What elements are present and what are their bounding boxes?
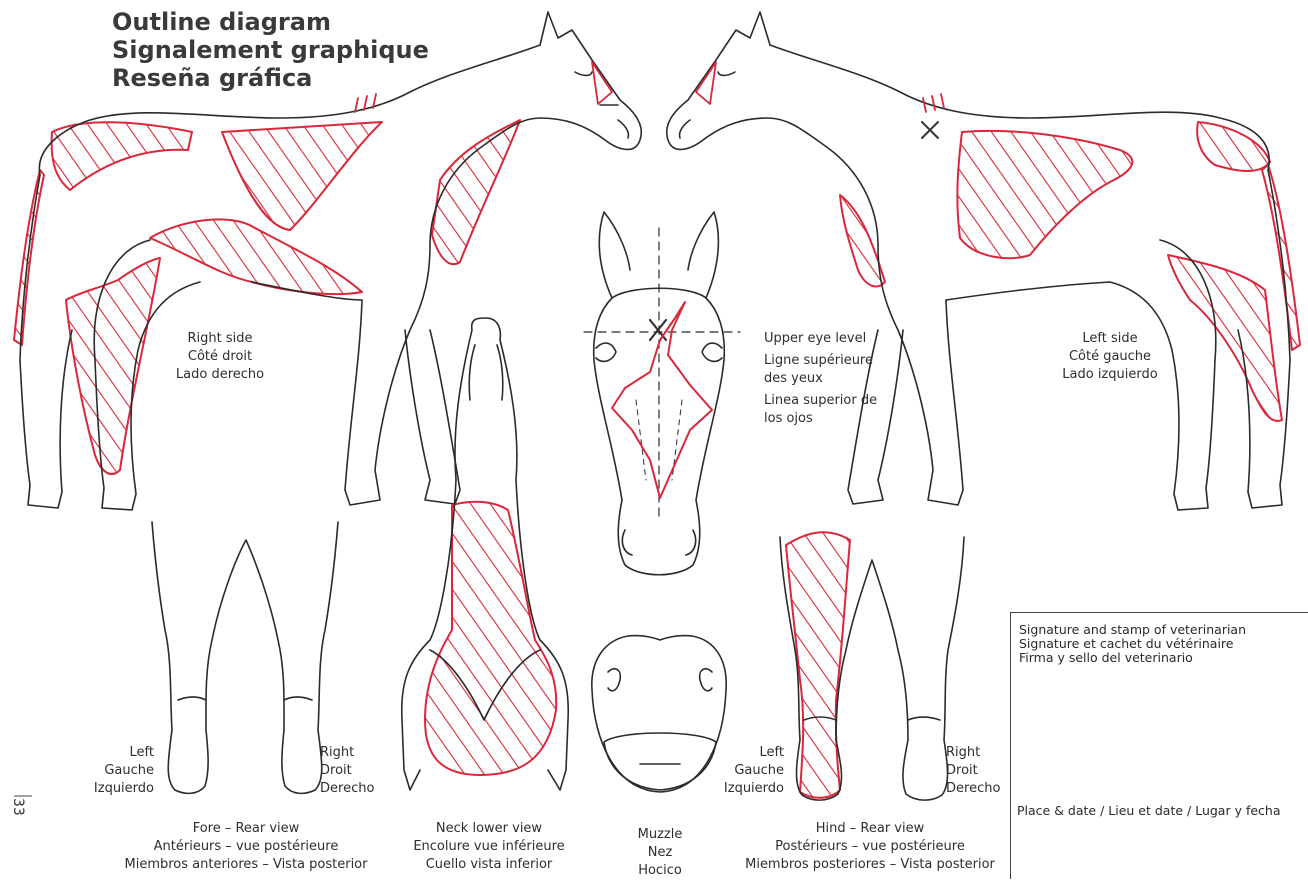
hind-right-fr: Droit (946, 762, 1006, 780)
title-fr: Signalement graphique (112, 36, 429, 64)
fore-left-es: Izquierdo (70, 780, 154, 798)
neck-caption-en: Neck lower view (404, 820, 574, 838)
fore-legs-rear-view (152, 522, 338, 793)
right-side-label: Right side Côté droit Lado derecho (160, 330, 280, 384)
eye-level-fr2: des yeux (764, 370, 904, 388)
place-date-label: Place & date / Lieu et date / Lugar y fe… (1017, 803, 1281, 818)
fore-right-fr: Droit (320, 762, 400, 780)
hind-caption-en: Hind – Rear view (720, 820, 1020, 838)
muzzle-caption-en: Muzzle (620, 826, 700, 844)
diagram-title: Outline diagram Signalement graphique Re… (112, 8, 429, 92)
fore-caption: Fore – Rear view Antérieurs – vue postér… (96, 820, 396, 874)
signature-box: Signature and stamp of veterinarian Sign… (1010, 612, 1308, 879)
hind-caption-fr: Postérieurs – vue postérieure (720, 838, 1020, 856)
fore-caption-fr: Antérieurs – vue postérieure (96, 838, 396, 856)
fore-left-fr: Gauche (70, 762, 154, 780)
neck-caption: Neck lower view Encolure vue inférieure … (404, 820, 574, 874)
neck-caption-es: Cuello vista inferior (404, 856, 574, 874)
left-side-fr: Côté gauche (1050, 348, 1170, 366)
hind-left-es: Izquierdo (700, 780, 784, 798)
muzzle-caption-fr: Nez (620, 844, 700, 862)
hind-right-es: Derecho (946, 780, 1006, 798)
left-side-horse (667, 12, 1300, 510)
fore-right-es: Derecho (320, 780, 400, 798)
fore-left-en: Left (70, 744, 154, 762)
hind-left-en: Left (700, 744, 784, 762)
page-number: 33 (10, 798, 26, 816)
neck-caption-fr: Encolure vue inférieure (404, 838, 574, 856)
muzzle-caption-es: Hocico (620, 862, 700, 880)
fore-caption-es: Miembros anteriores – Vista posterior (96, 856, 396, 874)
title-es: Reseña gráfica (112, 64, 429, 92)
fore-right-en: Right (320, 744, 400, 762)
left-side-en: Left side (1050, 330, 1170, 348)
left-side-es: Lado izquierdo (1050, 366, 1170, 384)
right-side-en: Right side (160, 330, 280, 348)
right-side-fr: Côté droit (160, 348, 280, 366)
muzzle-caption: Muzzle Nez Hocico (620, 826, 700, 880)
hind-right-label: Right Droit Derecho (946, 744, 1006, 798)
signature-en: Signature and stamp of veterinarian (1019, 623, 1246, 637)
hind-caption: Hind – Rear view Postérieurs – vue posté… (720, 820, 1020, 874)
title-en: Outline diagram (112, 8, 429, 36)
hind-caption-es: Miembros posteriores – Vista posterior (720, 856, 1020, 874)
eye-level-es2: los ojos (764, 410, 904, 428)
eye-level-fr1: Ligne supérieure (764, 352, 904, 370)
fore-left-label: Left Gauche Izquierdo (70, 744, 154, 798)
fore-right-label: Right Droit Derecho (320, 744, 400, 798)
hind-legs-rear-view (780, 532, 964, 800)
head-front-view (584, 212, 740, 575)
signature-fr: Signature et cachet du vétérinaire (1019, 637, 1246, 651)
right-side-es: Lado derecho (160, 366, 280, 384)
upper-eye-level-label: Upper eye level Ligne supérieure des yeu… (764, 330, 904, 428)
hind-left-fr: Gauche (700, 762, 784, 780)
neck-lower-view (402, 318, 569, 790)
hind-left-label: Left Gauche Izquierdo (700, 744, 784, 798)
eye-level-en: Upper eye level (764, 330, 904, 348)
left-side-label: Left side Côté gauche Lado izquierdo (1050, 330, 1170, 384)
hind-right-en: Right (946, 744, 1006, 762)
eye-level-es1: Linea superior de (764, 392, 904, 410)
signature-es: Firma y sello del veterinario (1019, 651, 1246, 665)
signature-labels: Signature and stamp of veterinarian Sign… (1019, 623, 1246, 665)
fore-caption-en: Fore – Rear view (96, 820, 396, 838)
